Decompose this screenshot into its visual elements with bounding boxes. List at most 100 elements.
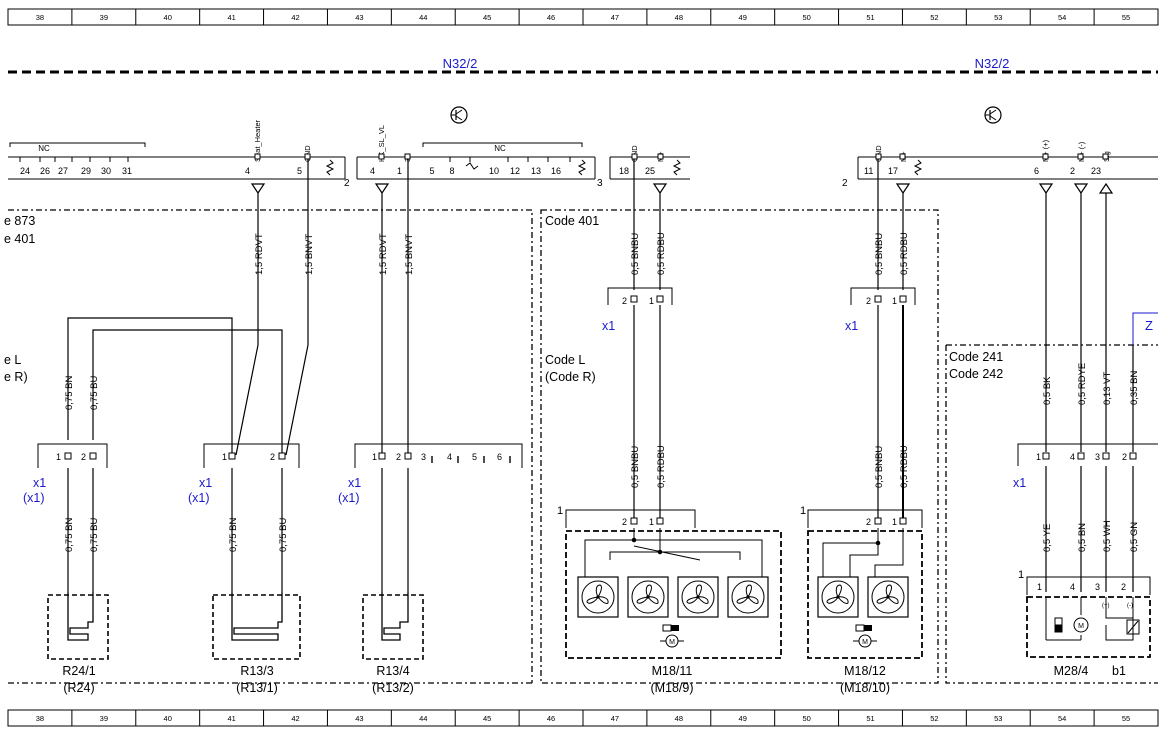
plug-pin: 2 — [1121, 582, 1126, 592]
component-m28-4: M28/4 — [1054, 664, 1089, 678]
column-number: 44 — [419, 13, 427, 22]
wire-label: 0,75 BN — [64, 376, 75, 410]
plug-marker: 1 — [557, 505, 563, 517]
connector-number: 3 — [597, 178, 603, 189]
column-number: 48 — [675, 13, 683, 22]
pin-number: 6 — [1034, 166, 1039, 176]
column-number: 41 — [227, 13, 235, 22]
column-number: 43 — [355, 714, 363, 723]
column-number: 39 — [100, 13, 108, 22]
connector-x1: x1 — [348, 476, 361, 490]
pin-number: 31 — [122, 166, 132, 176]
plug-pin: 2 — [866, 296, 871, 306]
component-m18-12-alt: (M18/10) — [840, 681, 890, 695]
motor-icon: M — [660, 624, 684, 648]
pin-number: 29 — [81, 166, 91, 176]
plug-pin: 2 — [866, 517, 871, 527]
wire-label: 0,75 BN — [228, 518, 239, 552]
wire-label: 0,5 BNBU — [630, 446, 641, 488]
component-r13-4: R13/4 — [376, 664, 409, 678]
wire-label: 0,35 BN — [1129, 371, 1140, 405]
wire-label: 0,5 GN — [1129, 522, 1140, 552]
nc-label-mid: NC — [494, 144, 506, 153]
component-r24-1: R24/1 — [62, 664, 95, 678]
column-number: 46 — [547, 714, 555, 723]
motor-icon: M — [1078, 623, 1084, 630]
column-number: 43 — [355, 13, 363, 22]
column-number: 54 — [1058, 714, 1066, 723]
component-r24-1-alt: (R24) — [63, 681, 94, 695]
code-873: e 873 — [4, 214, 35, 228]
column-number: 55 — [1122, 13, 1130, 22]
wire-label: 1,5 BNVT — [404, 234, 415, 275]
pin-number: 23 — [1091, 166, 1101, 176]
output-triangles — [250, 182, 1114, 195]
column-number: 40 — [164, 714, 172, 723]
component-b1: b1 — [1112, 664, 1126, 678]
connector-x1-alt: (x1) — [23, 491, 45, 505]
wire-label: 0,5 BNBU — [874, 446, 885, 488]
svg-text:M: M — [862, 639, 868, 646]
plug-pin: 2 — [622, 296, 627, 306]
column-number: 53 — [994, 714, 1002, 723]
connector-strip — [8, 142, 1158, 180]
plug-marker: 1 — [1018, 569, 1024, 581]
plug-pin: 1 — [222, 452, 227, 462]
pin-number: 12 — [510, 166, 520, 176]
pin-number: 5 — [297, 166, 302, 176]
signal-gnd: GND — [874, 145, 883, 162]
pin-number: 26 — [40, 166, 50, 176]
column-number: 49 — [739, 13, 747, 22]
component-m18-11-alt: (M18/9) — [650, 681, 693, 695]
plug-pin: 1 — [372, 452, 377, 462]
pin-terminals — [254, 153, 1109, 160]
wire-label: 0,5 WH — [1102, 520, 1113, 552]
fan-icon — [817, 576, 859, 618]
column-number: 41 — [227, 714, 235, 723]
wire-label: 0,75 BU — [89, 518, 100, 552]
fan-icon — [727, 576, 769, 618]
pin-number: 27 — [58, 166, 68, 176]
signal-gnd: GND — [630, 145, 639, 162]
pin-number: 30 — [101, 166, 111, 176]
plug-contacts — [64, 295, 1137, 525]
column-number: 47 — [611, 714, 619, 723]
plug-pin: 4 — [447, 452, 452, 462]
column-number: 48 — [675, 714, 683, 723]
fan-icon — [627, 576, 669, 618]
pin-number: 8 — [449, 166, 454, 176]
wire-label: 0,5 BN — [1077, 523, 1088, 552]
column-number: 45 — [483, 13, 491, 22]
column-number: 47 — [611, 13, 619, 22]
column-number: 46 — [547, 13, 555, 22]
wire-label: 0,5 RDBU — [899, 445, 910, 488]
plug-pin: 2 — [270, 452, 275, 462]
column-number: 55 — [1122, 714, 1130, 723]
plug-pin: 2 — [81, 452, 86, 462]
pin-number: 5 — [429, 166, 434, 176]
plug-pin: 4 — [1070, 582, 1075, 592]
plug-pin: 6 — [497, 452, 502, 462]
plug-pin: 1 — [892, 296, 897, 306]
pin-number: 24 — [20, 166, 30, 176]
connector-x1: x1 — [33, 476, 46, 490]
component-m18-11: M18/11 — [652, 664, 693, 678]
column-number: 52 — [930, 13, 938, 22]
connector-x1: x1 — [199, 476, 212, 490]
plug-pin: 1 — [1037, 582, 1042, 592]
plug-pin: 3 — [1095, 582, 1100, 592]
wire-label: 0,75 BU — [278, 518, 289, 552]
wire-label: 1,5 BNVT — [304, 234, 315, 275]
plug-pin: 2 — [622, 517, 627, 527]
pin-number: 18 — [619, 166, 629, 176]
wire-label: 0,5 BNBU — [630, 233, 641, 275]
pin-number: 16 — [551, 166, 561, 176]
column-number: 39 — [100, 714, 108, 723]
transistor-icon — [450, 106, 468, 124]
fan-icon — [867, 576, 909, 618]
pin-number: 2 — [1070, 166, 1075, 176]
code-r-left: e R) — [4, 370, 28, 384]
